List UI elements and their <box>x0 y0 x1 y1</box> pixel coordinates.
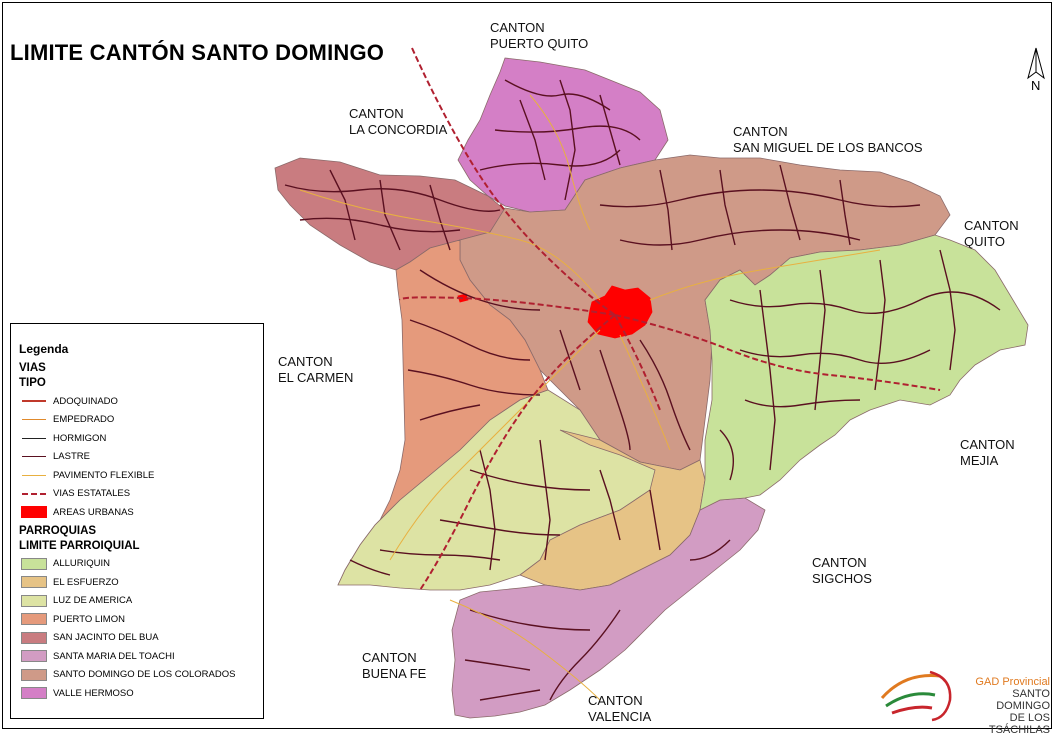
canton-label-la-concordia: CANTON LA CONCORDIA <box>349 106 448 137</box>
legend-parroquia-label: LUZ DE AMERICA <box>53 595 133 607</box>
legend-parroquia-item: SANTO DOMINGO DE LOS COLORADOS <box>19 666 263 685</box>
logo-text: GAD Provincial SANTO DOMINGO DE LOS TSÁC… <box>958 676 1050 736</box>
legend-via-symbol <box>19 395 49 407</box>
legend-parroquia-label: VALLE HERMOSO <box>53 687 134 699</box>
legend: Legenda VIAS TIPO ADOQUINADO EMPEDRADO HOR… <box>10 323 264 719</box>
legend-via-label: AREAS URBANAS <box>53 506 134 518</box>
legend-parroquia-item: ALLURIQUIN <box>19 555 263 574</box>
legend-via-item: VIAS ESTATALES <box>19 485 263 504</box>
legend-parroquia-swatch <box>19 576 49 589</box>
legend-parroquia-item: LUZ DE AMERICA <box>19 592 263 611</box>
legend-parroquia-swatch <box>19 668 49 681</box>
legend-via-label: VIAS ESTATALES <box>53 488 131 500</box>
legend-tipo-heading: TIPO <box>19 377 46 389</box>
region-santa-maria-del-toachi <box>451 497 766 719</box>
legend-parroquia-item: VALLE HERMOSO <box>19 684 263 703</box>
logo-line-2: SANTO DOMINGO <box>996 688 1050 712</box>
gad-logo-icon <box>880 670 952 722</box>
legend-via-symbol <box>19 488 49 500</box>
legend-parroquias-heading: PARROQUIAS <box>19 524 97 537</box>
legend-parroquia-label: ALLURIQUIN <box>53 558 111 570</box>
legend-title: Legenda <box>19 342 69 356</box>
legend-via-label: ADOQUINADO <box>53 395 118 407</box>
region-alluriquin <box>699 234 1029 511</box>
legend-via-label: HORMIGON <box>53 432 107 444</box>
canton-label-buena-fe: CANTON BUENA FE <box>362 650 427 681</box>
logo-line-1: GAD Provincial <box>975 676 1050 688</box>
canton-label-el-carmen: CANTON EL CARMEN <box>278 354 354 385</box>
legend-parroquia-swatch <box>19 557 49 570</box>
legend-via-symbol <box>19 506 49 519</box>
legend-parroquia-label: EL ESFUERZO <box>53 576 119 588</box>
legend-via-symbol <box>19 414 49 426</box>
legend-parroquia-item: PUERTO LIMON <box>19 610 263 629</box>
legend-vias-heading: VIAS <box>19 362 46 374</box>
canton-label-puerto-quito: CANTON PUERTO QUITO <box>490 20 589 51</box>
north-letter: N <box>1031 78 1041 93</box>
map-title: LIMITE CANTÓN SANTO DOMINGO <box>10 40 385 65</box>
legend-via-item: LASTRE <box>19 448 263 467</box>
legend-parroquia-label: PUERTO LIMON <box>53 613 125 625</box>
legend-parroquia-swatch <box>19 594 49 607</box>
urban-area-small <box>457 293 469 303</box>
legend-parroquia-swatch <box>19 650 49 663</box>
legend-via-item: AREAS URBANAS <box>19 503 263 522</box>
legend-via-item: EMPEDRADO <box>19 411 263 430</box>
legend-via-symbol <box>19 469 49 481</box>
legend-limite-heading: LIMITE PARROIQUIAL <box>19 539 140 552</box>
legend-via-label: PAVIMENTO FLEXIBLE <box>53 469 155 481</box>
legend-via-item: ADOQUINADO <box>19 392 263 411</box>
logo-line-3: DE LOS TSÁCHILAS <box>988 712 1050 736</box>
legend-via-item: PAVIMENTO FLEXIBLE <box>19 466 263 485</box>
legend-parroquia-label: SANTO DOMINGO DE LOS COLORADOS <box>53 669 236 681</box>
canton-label-sigchos: CANTON SIGCHOS <box>812 555 872 586</box>
canton-label-quito: CANTON QUITO <box>964 218 1019 249</box>
legend-parroquias-list: ALLURIQUIN EL ESFUERZO LUZ DE AMERICA PUERT… <box>19 555 263 703</box>
canton-label-mejia: CANTON MEJIA <box>960 437 1015 468</box>
legend-parroquia-item: EL ESFUERZO <box>19 573 263 592</box>
legend-parroquia-item: SAN JACINTO DEL BUA <box>19 629 263 648</box>
legend-via-symbol <box>19 432 49 444</box>
legend-parroquia-label: SANTA MARIA DEL TOACHI <box>53 650 175 662</box>
canton-label-san-miguel: CANTON SAN MIGUEL DE LOS BANCOS <box>733 124 923 155</box>
legend-via-item: HORMIGON <box>19 429 263 448</box>
north-arrow-icon <box>1027 47 1045 80</box>
canton-label-valencia: CANTON VALENCIA <box>588 693 652 724</box>
legend-parroquia-label: SAN JACINTO DEL BUA <box>53 632 159 644</box>
legend-vias-list: ADOQUINADO EMPEDRADO HORMIGON LASTRE PAVIMEN… <box>19 392 263 522</box>
legend-parroquia-swatch <box>19 613 49 626</box>
legend-parroquia-swatch <box>19 687 49 700</box>
legend-parroquia-swatch <box>19 631 49 644</box>
legend-via-label: LASTRE <box>53 451 90 463</box>
legend-via-label: EMPEDRADO <box>53 414 115 426</box>
legend-via-symbol <box>19 451 49 463</box>
legend-parroquia-item: SANTA MARIA DEL TOACHI <box>19 647 263 666</box>
